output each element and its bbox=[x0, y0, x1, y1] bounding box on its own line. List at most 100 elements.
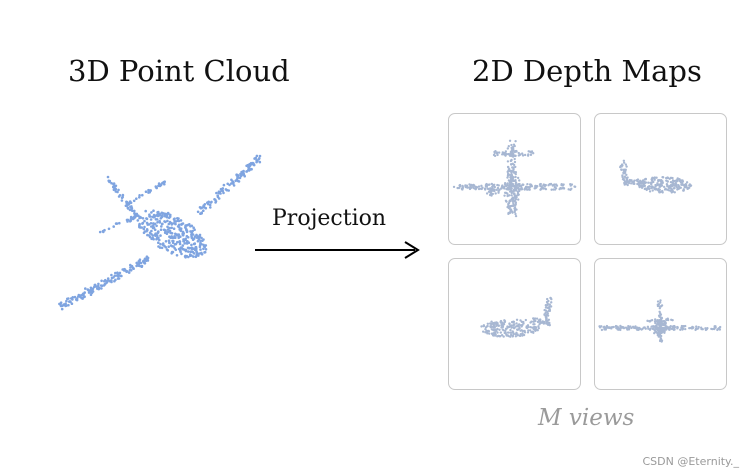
cloud-point bbox=[242, 169, 245, 173]
cloud-point bbox=[218, 190, 222, 194]
cloud-point bbox=[520, 186, 523, 189]
cloud-point bbox=[137, 214, 140, 217]
cloud-point bbox=[503, 194, 506, 197]
cloud-point bbox=[508, 194, 511, 197]
cloud-point bbox=[167, 212, 170, 215]
cloud-point bbox=[688, 326, 691, 330]
cloud-point bbox=[676, 186, 679, 189]
cloud-point bbox=[532, 331, 535, 334]
cloud-point bbox=[185, 228, 188, 231]
cloud-point bbox=[258, 154, 262, 158]
cloud-point bbox=[624, 168, 627, 171]
cloud-point bbox=[501, 184, 504, 187]
cloud-point bbox=[67, 303, 70, 307]
cloud-point bbox=[125, 218, 129, 222]
cloud-point bbox=[156, 236, 159, 240]
cloud-point bbox=[461, 186, 465, 190]
cloud-point bbox=[83, 295, 86, 298]
cloud-point bbox=[660, 184, 663, 187]
cloud-point bbox=[486, 183, 489, 187]
cloud-point bbox=[673, 184, 676, 187]
cloud-point bbox=[511, 166, 514, 169]
cloud-point bbox=[207, 200, 210, 204]
cloud-point bbox=[528, 188, 531, 191]
cloud-point bbox=[619, 164, 622, 168]
cloud-point bbox=[663, 188, 667, 191]
cloud-point bbox=[560, 183, 563, 187]
cloud-point bbox=[669, 180, 673, 184]
cloud-point bbox=[659, 301, 662, 304]
cloud-point bbox=[503, 319, 507, 323]
cloud-point bbox=[198, 245, 202, 249]
cloud-point bbox=[158, 246, 162, 249]
cloud-point bbox=[671, 189, 674, 192]
cloud-point bbox=[506, 147, 509, 150]
cloud-point bbox=[688, 186, 691, 189]
cloud-point bbox=[62, 303, 66, 306]
cloud-point bbox=[224, 188, 228, 191]
cloud-point bbox=[239, 173, 242, 176]
cloud-point bbox=[153, 222, 157, 226]
cloud-point bbox=[521, 154, 525, 157]
cloud-point bbox=[619, 325, 623, 329]
cloud-point bbox=[677, 184, 680, 187]
cloud-point bbox=[190, 246, 194, 250]
cloud-point bbox=[503, 191, 507, 194]
cloud-point bbox=[653, 186, 656, 189]
cloud-point bbox=[168, 241, 171, 244]
cloud-point bbox=[202, 243, 205, 247]
cloud-point bbox=[527, 325, 530, 329]
cloud-point bbox=[248, 164, 251, 168]
cloud-point bbox=[492, 322, 495, 325]
cloud-point bbox=[548, 303, 551, 306]
cloud-point bbox=[69, 300, 72, 304]
cloud-point bbox=[195, 233, 198, 237]
cloud-point bbox=[238, 176, 242, 180]
cloud-point bbox=[59, 301, 63, 304]
cloud-point bbox=[671, 318, 674, 322]
cloud-point bbox=[518, 189, 521, 193]
cloud-point bbox=[513, 157, 516, 161]
cloud-point bbox=[65, 299, 68, 303]
cloud-point bbox=[215, 191, 218, 195]
cloud-point bbox=[477, 187, 481, 191]
cloud-point bbox=[192, 226, 195, 229]
point-cloud-airplane bbox=[58, 154, 262, 311]
cloud-point bbox=[147, 223, 151, 226]
cloud-point bbox=[528, 150, 532, 153]
cloud-point bbox=[641, 180, 645, 184]
cloud-point bbox=[646, 325, 650, 329]
cloud-point bbox=[117, 188, 120, 192]
top-view-airplane bbox=[452, 139, 577, 218]
cloud-point bbox=[513, 171, 516, 174]
cloud-point bbox=[624, 326, 628, 329]
cloud-point bbox=[492, 326, 495, 329]
cloud-point bbox=[89, 288, 93, 292]
cloud-point bbox=[107, 227, 111, 231]
cloud-point bbox=[521, 334, 524, 337]
cloud-point bbox=[146, 259, 150, 262]
cloud-point bbox=[544, 187, 548, 191]
cloud-point bbox=[465, 184, 469, 187]
cloud-point bbox=[146, 233, 149, 237]
cloud-point bbox=[660, 182, 663, 185]
cloud-point bbox=[100, 279, 103, 283]
cloud-point bbox=[546, 306, 549, 309]
cloud-point bbox=[501, 325, 505, 329]
cloud-point bbox=[112, 188, 116, 192]
cloud-point bbox=[546, 302, 549, 305]
cloud-point bbox=[145, 217, 149, 221]
cloud-point bbox=[519, 188, 523, 191]
cloud-point bbox=[665, 328, 668, 331]
cloud-point bbox=[166, 230, 170, 234]
cloud-point bbox=[505, 184, 508, 188]
cloud-point bbox=[116, 190, 119, 194]
cloud-point bbox=[491, 192, 495, 196]
cloud-point bbox=[537, 326, 541, 330]
cloud-point bbox=[143, 225, 146, 229]
cloud-point bbox=[612, 325, 615, 329]
cloud-point bbox=[237, 180, 241, 183]
cloud-point bbox=[485, 192, 489, 195]
cloud-point bbox=[663, 328, 666, 331]
cloud-point bbox=[250, 162, 254, 166]
